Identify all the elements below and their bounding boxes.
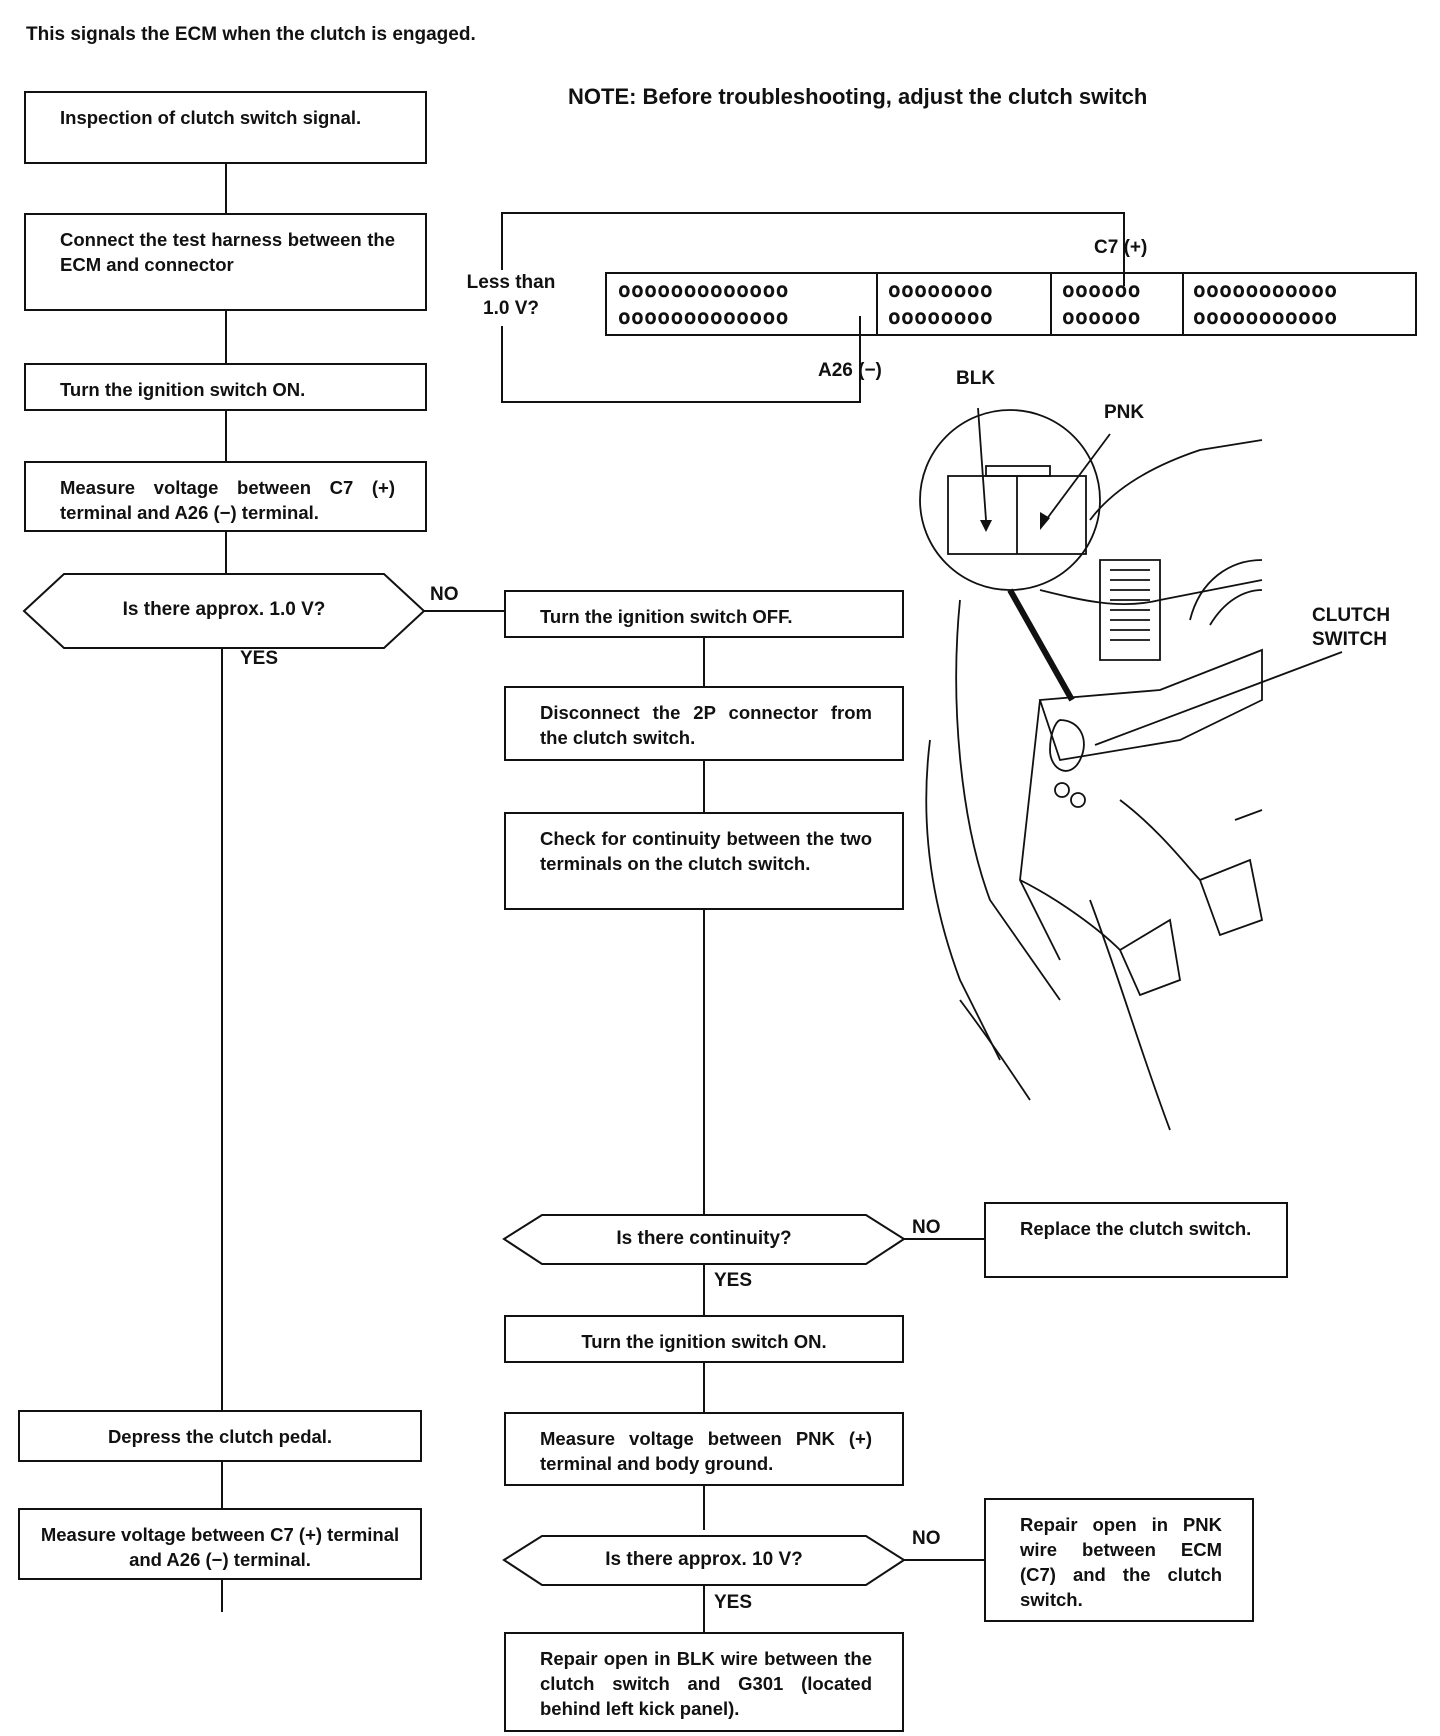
step-text: Measure voltage between C7 (+) terminal … bbox=[40, 1524, 400, 1570]
dash-outline bbox=[1089, 439, 1263, 521]
ecm-pin-row-b4: ooooooooooo bbox=[1193, 305, 1338, 329]
blk-arrow bbox=[977, 407, 987, 521]
pedal bbox=[1198, 858, 1264, 937]
ecm-pin-row-b1: ooooooooooooo bbox=[618, 305, 789, 329]
step-replace-clutch-switch: Replace the clutch switch. bbox=[984, 1202, 1288, 1278]
step-text: Turn the ignition switch ON. bbox=[581, 1331, 827, 1352]
pnk-arrow bbox=[1045, 433, 1111, 521]
step-check-continuity: Check for continuity between the two ter… bbox=[504, 812, 904, 910]
decision-shape bbox=[22, 573, 426, 649]
decision-shape bbox=[502, 1214, 906, 1265]
no-label: NO bbox=[912, 1217, 941, 1238]
detail-leader bbox=[1007, 588, 1075, 702]
clutch-switch-part bbox=[1049, 719, 1085, 772]
decision-approx-1v: Is there approx. 1.0 V? bbox=[122, 599, 326, 620]
yes-label: YES bbox=[240, 648, 279, 669]
step-measure-c7-a26-2: Measure voltage between C7 (+) terminal … bbox=[18, 1508, 422, 1580]
probe-wire bbox=[501, 212, 1125, 286]
note-text: NOTE: Before troubleshooting, adjust the… bbox=[568, 84, 1148, 109]
step-ignition-off: Turn the ignition switch OFF. bbox=[504, 590, 904, 638]
step-text: Depress the clutch pedal. bbox=[107, 1426, 333, 1447]
step-text: Inspection of clutch switch signal. bbox=[60, 107, 362, 128]
step-text: Check for continuity between the two ter… bbox=[540, 828, 872, 874]
step-text: Measure voltage between PNK (+) terminal… bbox=[540, 1428, 872, 1474]
pedal bbox=[1234, 809, 1263, 821]
step-ignition-on: Turn the ignition switch ON. bbox=[24, 363, 427, 411]
ecm-pin-row-a3: oooooo bbox=[1062, 278, 1141, 302]
step-text: Connect the test harness between the ECM… bbox=[60, 229, 395, 275]
detail-circle bbox=[919, 409, 1101, 591]
ecm-connector-outline bbox=[605, 272, 1417, 336]
step-text: Turn the ignition switch OFF. bbox=[540, 606, 793, 627]
clutch-switch-leader bbox=[1094, 651, 1343, 746]
step-text: Replace the clutch switch. bbox=[1020, 1218, 1252, 1239]
step-text: Measure voltage between C7 (+) terminal … bbox=[60, 477, 395, 523]
intro-text: This signals the ECM when the clutch is … bbox=[26, 24, 476, 45]
pnk-label: PNK bbox=[1104, 402, 1145, 423]
steering-column bbox=[1038, 648, 1263, 762]
step-measure-pnk: Measure voltage between PNK (+) terminal… bbox=[504, 1412, 904, 1486]
pedal bbox=[1118, 918, 1182, 997]
decision-continuity: Is there continuity? bbox=[616, 1228, 792, 1249]
blk-label: BLK bbox=[956, 368, 996, 389]
step-repair-pnk: Repair open in PNK wire between ECM (C7)… bbox=[984, 1498, 1254, 1622]
no-label: NO bbox=[912, 1528, 941, 1549]
probe-wire bbox=[501, 316, 861, 403]
clutch-switch-label: CLUTCH SWITCH bbox=[1312, 605, 1391, 650]
decision-approx-10v: Is there approx. 10 V? bbox=[605, 1549, 803, 1570]
step-connect-harness: Connect the test harness between the ECM… bbox=[24, 213, 427, 311]
ecm-pin-row-b2: oooooooo bbox=[888, 305, 994, 329]
ecm-pin-row-a2: oooooooo bbox=[888, 278, 994, 302]
ecm-pin-row-b3: oooooo bbox=[1062, 305, 1141, 329]
step-text: Repair open in PNK wire between ECM (C7)… bbox=[1020, 1514, 1222, 1610]
no-label: NO bbox=[430, 584, 459, 605]
step-text: Turn the ignition switch ON. bbox=[60, 379, 306, 400]
step-measure-c7-a26: Measure voltage between C7 (+) terminal … bbox=[24, 461, 427, 532]
ecm-pin-row-a4: ooooooooooo bbox=[1193, 278, 1338, 302]
step-text: Repair open in BLK wire between the clut… bbox=[540, 1648, 872, 1719]
meter-label: Less than 1.0 V? bbox=[466, 272, 556, 319]
yes-label: YES bbox=[714, 1270, 753, 1291]
clutch-switch-illustration bbox=[919, 407, 1343, 1131]
step-ignition-on-2: Turn the ignition switch ON. bbox=[504, 1315, 904, 1363]
c7-label: C7 (+) bbox=[1094, 237, 1148, 258]
step-inspection: Inspection of clutch switch signal. bbox=[24, 91, 427, 164]
step-depress-clutch: Depress the clutch pedal. bbox=[18, 1410, 422, 1462]
step-disconnect-2p: Disconnect the 2P connector from the clu… bbox=[504, 686, 904, 761]
step-repair-blk: Repair open in BLK wire between the clut… bbox=[504, 1632, 904, 1732]
step-text: Disconnect the 2P connector from the clu… bbox=[540, 702, 872, 748]
kick-panel bbox=[955, 599, 1061, 1001]
a26-label: A26 (−) bbox=[818, 360, 882, 381]
decision-shape bbox=[502, 1535, 906, 1586]
ecm-pin-row-a1: ooooooooooooo bbox=[618, 278, 789, 302]
yes-label: YES bbox=[714, 1592, 753, 1613]
